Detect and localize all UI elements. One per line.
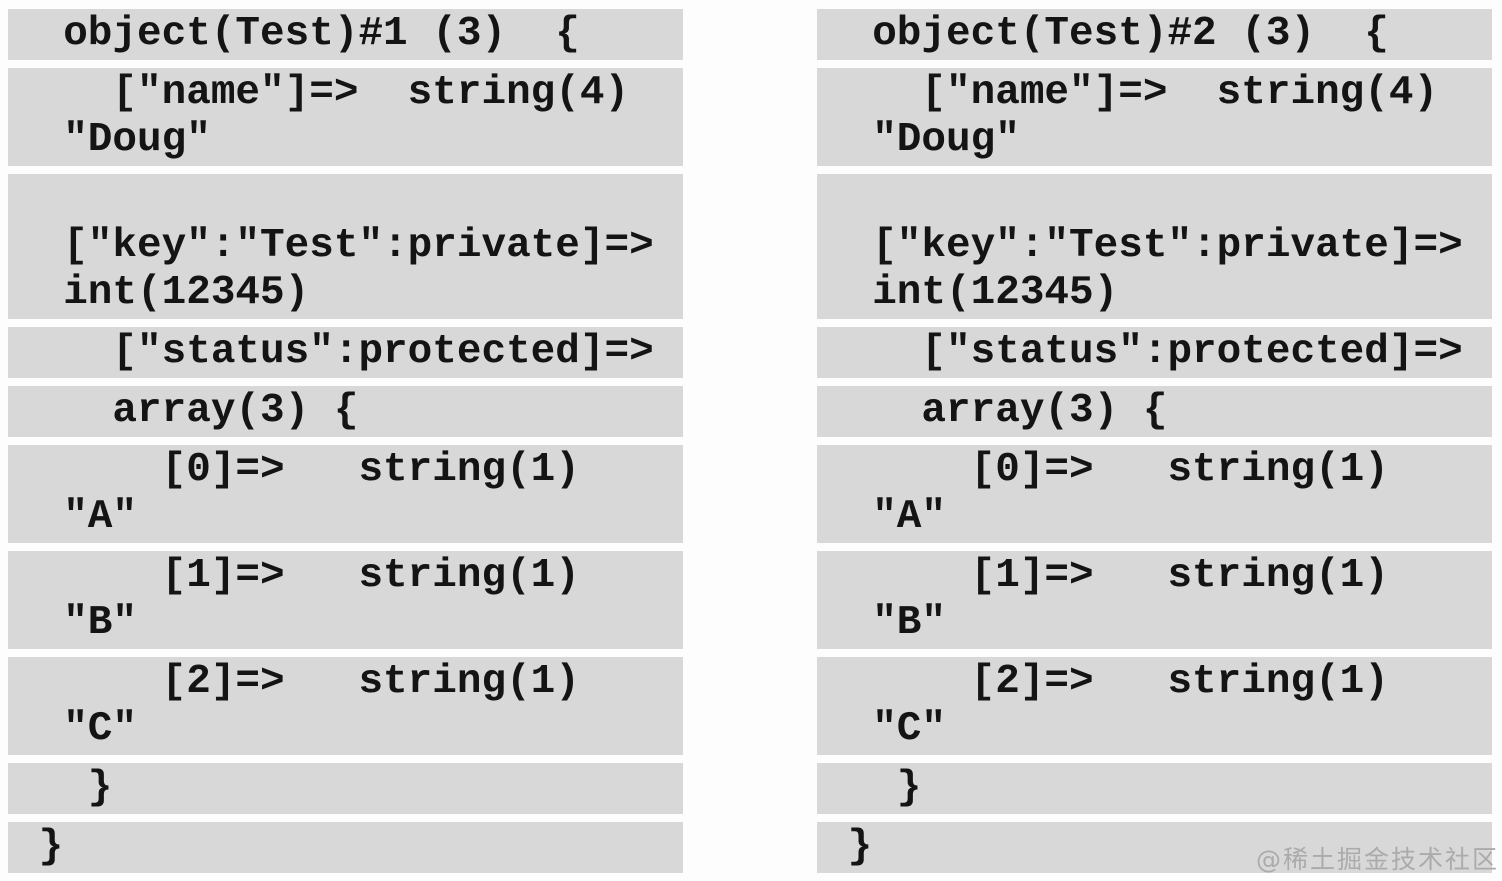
dump-text-line: "B" xyxy=(823,600,947,646)
dump-text-line: object(Test)#1 (3) { xyxy=(14,11,580,57)
dump-text-line: "Doug" xyxy=(14,117,211,163)
dump-line-block: object(Test)#1 (3) { xyxy=(8,9,683,60)
dump-text-line: } xyxy=(14,824,64,870)
dump-text-line: [1]=> string(1) xyxy=(823,553,1389,599)
dump-text-line: ["name"]=> string(4) xyxy=(14,70,630,116)
watermark-juejin-community: @稀土掘金技术社区 xyxy=(1255,845,1499,874)
dump-text-line xyxy=(823,176,1492,223)
dump-line-block: [1]=> string(1) "B" xyxy=(8,551,683,649)
dump-text-line: [2]=> string(1) xyxy=(14,659,580,705)
dump-line-block: [2]=> string(1) "C" xyxy=(817,657,1492,755)
dump-text-line: ["key":"Test":private]=> xyxy=(14,223,654,269)
dump-line-block: ["key":"Test":private]=> int(12345) xyxy=(817,174,1492,319)
dump-text-line: "C" xyxy=(823,706,947,752)
dump-line-block: ["name"]=> string(4) "Doug" xyxy=(8,68,683,166)
dump-line-block: } xyxy=(817,763,1492,814)
dump-line-block: ["status":protected]=> xyxy=(817,327,1492,378)
dump-text-line: array(3) { xyxy=(14,388,359,434)
dump-text-line: ["status":protected]=> xyxy=(823,329,1463,375)
dump-text-line: } xyxy=(823,765,922,811)
dump-line-block: ["status":protected]=> xyxy=(8,327,683,378)
object-test-1-dump: object(Test)#1 (3) { ["name"]=> string(4… xyxy=(8,9,683,881)
dump-line-block: [0]=> string(1) "A" xyxy=(8,445,683,543)
dump-text-line: [0]=> string(1) xyxy=(823,447,1389,493)
dump-text-line: [2]=> string(1) xyxy=(823,659,1389,705)
dump-text-line: int(12345) xyxy=(823,270,1119,316)
dump-text-line: array(3) { xyxy=(823,388,1168,434)
dump-text-line: "C" xyxy=(14,706,138,752)
dump-line-block: [0]=> string(1) "A" xyxy=(817,445,1492,543)
dump-line-block: ["key":"Test":private]=> int(12345) xyxy=(8,174,683,319)
dump-line-block: } xyxy=(817,822,1492,873)
dump-text-line: object(Test)#2 (3) { xyxy=(823,11,1389,57)
dump-text-line xyxy=(14,176,683,223)
dump-text-line: } xyxy=(14,765,113,811)
dump-line-block: array(3) { xyxy=(8,386,683,437)
dump-text-line: "A" xyxy=(14,494,138,540)
dump-text-line: "A" xyxy=(823,494,947,540)
dump-text-line: "B" xyxy=(14,600,138,646)
dump-text-line: ["key":"Test":private]=> xyxy=(823,223,1463,269)
dump-line-block: [1]=> string(1) "B" xyxy=(817,551,1492,649)
dump-line-block: [2]=> string(1) "C" xyxy=(8,657,683,755)
dump-line-block: } xyxy=(8,822,683,873)
dump-text-line: } xyxy=(823,824,873,870)
dump-text-line: int(12345) xyxy=(14,270,310,316)
dump-line-block: object(Test)#2 (3) { xyxy=(817,9,1492,60)
dump-line-block: ["name"]=> string(4) "Doug" xyxy=(817,68,1492,166)
dump-text-line: ["name"]=> string(4) xyxy=(823,70,1439,116)
dump-line-block: array(3) { xyxy=(817,386,1492,437)
object-test-2-dump: object(Test)#2 (3) { ["name"]=> string(4… xyxy=(817,9,1492,881)
dump-text-line: "Doug" xyxy=(823,117,1020,163)
dump-line-block: } xyxy=(8,763,683,814)
dump-text-line: [0]=> string(1) xyxy=(14,447,580,493)
dump-text-line: [1]=> string(1) xyxy=(14,553,580,599)
dump-text-line: ["status":protected]=> xyxy=(14,329,654,375)
